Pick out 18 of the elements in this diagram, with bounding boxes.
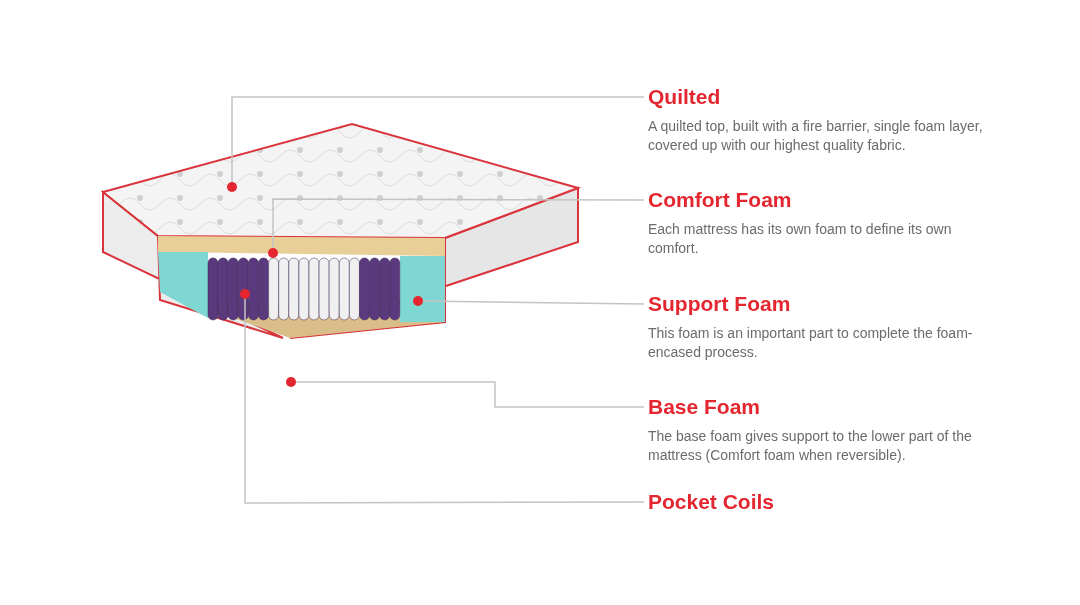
marker-dot [286, 377, 296, 387]
callout-description: Each mattress has its own foam to define its own comfort. [648, 220, 953, 258]
marker-dot [240, 289, 250, 299]
leader-line [244, 298, 645, 504]
marker-dot [413, 296, 423, 306]
callout-description: This foam is an important part to complete the foam-encased process. [648, 324, 974, 362]
callout-description: The base foam gives support to the lower part of the mattress (Comfort foam when reversible). [648, 427, 973, 465]
leader-line [295, 381, 645, 408]
marker-dot [268, 248, 278, 258]
callout-description: A quilted top, built with a fire barrier, single foam layer, covered up with our highest quality fabric. [648, 117, 984, 155]
callout-heading: Pocket Coils [648, 489, 776, 515]
leader-line [422, 300, 645, 305]
callout-heading: Support Foam [648, 291, 792, 317]
callout-heading: Base Foam [648, 394, 762, 420]
callout-heading: Comfort Foam [648, 187, 793, 213]
callout-heading: Quilted [648, 84, 722, 110]
marker-dot [227, 182, 237, 192]
leader-line [231, 96, 645, 183]
